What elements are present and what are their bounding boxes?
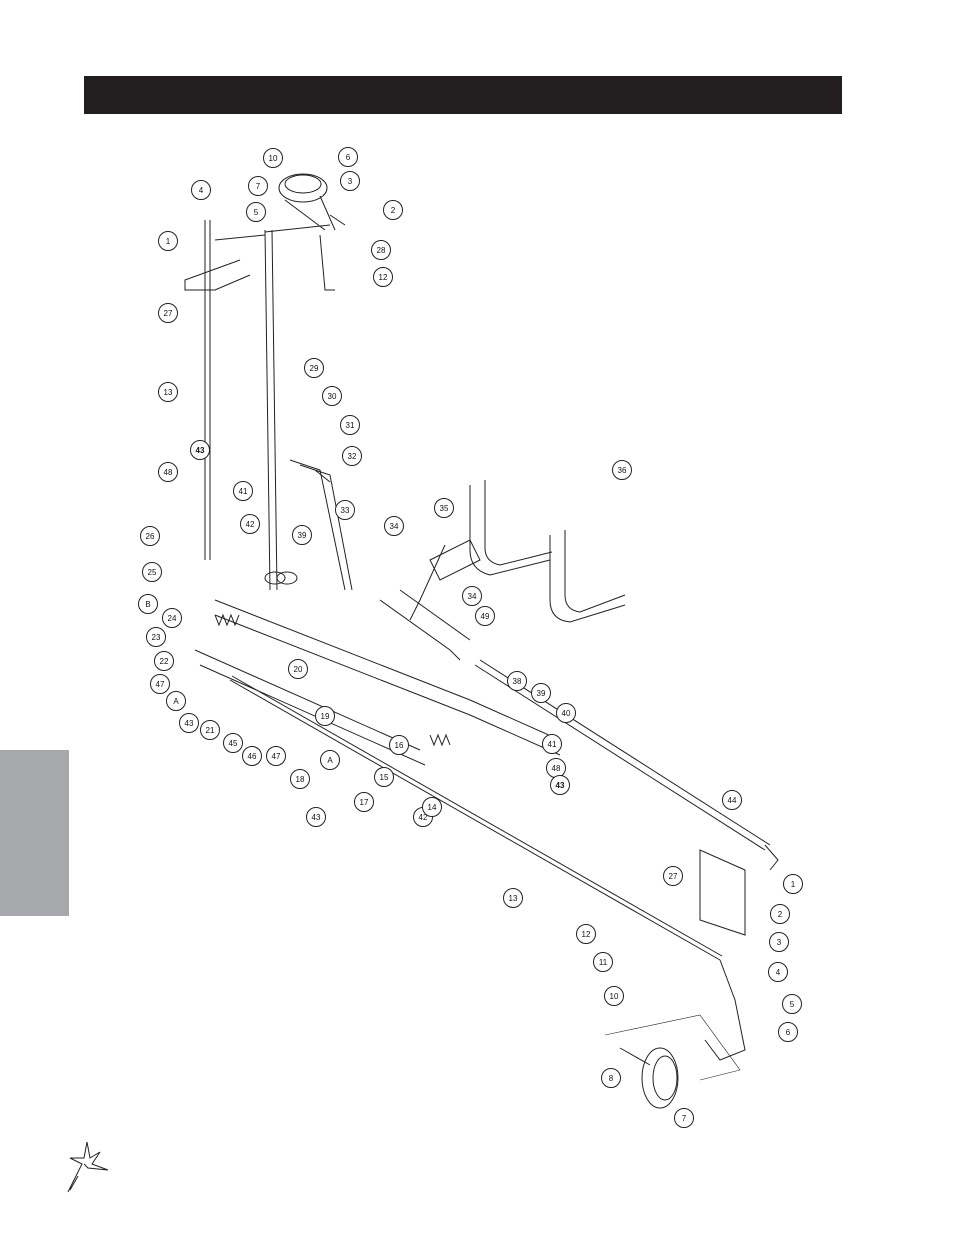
callout: 47 (150, 674, 170, 694)
callout: 13 (503, 888, 523, 908)
callout: 10 (263, 148, 283, 168)
callout: B (138, 594, 158, 614)
callout: 35 (434, 498, 454, 518)
callout: 3 (340, 171, 360, 191)
callout: 6 (778, 1022, 798, 1042)
axle-rod (229, 675, 723, 961)
star-logo-icon (67, 1141, 109, 1193)
cross-frame (194, 539, 561, 766)
callout: 32 (342, 446, 362, 466)
callout: 2 (770, 904, 790, 924)
callout: 20 (288, 659, 308, 679)
callout: 7 (248, 176, 268, 196)
callout: 28 (371, 240, 391, 260)
callout: 21 (200, 720, 220, 740)
callout: 31 (340, 415, 360, 435)
callout: 48 (158, 462, 178, 482)
callout: 49 (475, 606, 495, 626)
bottom-caster-assembly (604, 849, 746, 1109)
callout: 13 (158, 382, 178, 402)
callout: 10 (604, 986, 624, 1006)
callout: 42 (240, 514, 260, 534)
callout: 17 (354, 792, 374, 812)
callout: 1 (783, 874, 803, 894)
callout: 16 (389, 735, 409, 755)
handle-bar-frame (469, 480, 626, 623)
spring-parts (214, 613, 451, 747)
callout: 46 (242, 746, 262, 766)
callout: 25 (142, 562, 162, 582)
callout: 6 (338, 147, 358, 167)
callout: 1 (158, 231, 178, 251)
callout: 45 (223, 733, 243, 753)
callout: 27 (663, 866, 683, 886)
callout: 22 (154, 651, 174, 671)
callout: 38 (507, 671, 527, 691)
section-side-tab (0, 750, 69, 916)
callout: A (166, 691, 186, 711)
callout: A (320, 750, 340, 770)
callout: 8 (601, 1068, 621, 1088)
callout: 27 (158, 303, 178, 323)
callout: 3 (769, 932, 789, 952)
callout: 12 (373, 267, 393, 287)
callout: 40 (556, 703, 576, 723)
callout: 34 (462, 586, 482, 606)
callout: 4 (768, 962, 788, 982)
callout: 43 (179, 713, 199, 733)
callout: 29 (304, 358, 324, 378)
callout: 23 (146, 627, 166, 647)
section-header-bar (84, 76, 842, 114)
callout: 30 (322, 386, 342, 406)
callout: 41 (542, 734, 562, 754)
callout: 11 (593, 952, 613, 972)
callout: 2 (383, 200, 403, 220)
callout: 43 (550, 775, 570, 795)
callout: 26 (140, 526, 160, 546)
callout: 44 (722, 790, 742, 810)
steering-rod-right (474, 659, 779, 871)
callout: 36 (612, 460, 632, 480)
steering-arm-left (184, 220, 335, 591)
callout: 14 (422, 797, 442, 817)
callout: 7 (674, 1108, 694, 1128)
top-caster-wheel (278, 173, 346, 231)
callout: 47 (266, 746, 286, 766)
callout: 15 (374, 767, 394, 787)
callout: 34 (384, 516, 404, 536)
callout: 12 (576, 924, 596, 944)
callout: 24 (162, 608, 182, 628)
callout: 43 (306, 807, 326, 827)
callout: 33 (335, 500, 355, 520)
callout: 41 (233, 481, 253, 501)
callout: 18 (290, 769, 310, 789)
callout: 43 (190, 440, 210, 460)
callout: 39 (292, 525, 312, 545)
callout: 5 (782, 994, 802, 1014)
control-lever (264, 459, 353, 591)
callout: 4 (191, 180, 211, 200)
callout: 39 (531, 683, 551, 703)
callout: 19 (315, 706, 335, 726)
callout: 5 (246, 202, 266, 222)
